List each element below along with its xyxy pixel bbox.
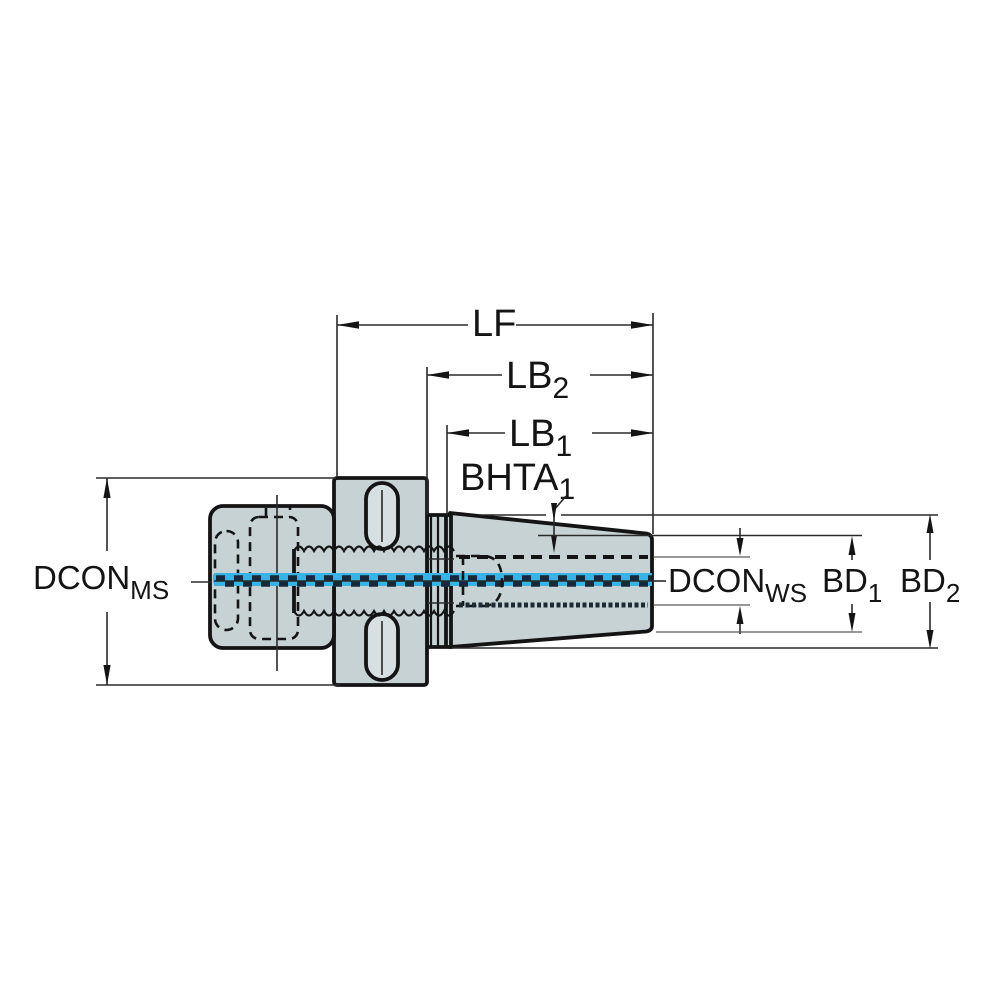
- dim-bd1: BD1: [656, 536, 882, 633]
- dim-lf: LF: [337, 303, 653, 345]
- dim-lb2: LB2: [427, 355, 653, 405]
- dim-bd2: BD2: [452, 514, 960, 649]
- label-dcon-ws: DCONWS: [668, 562, 807, 608]
- dim-dcon-ms: DCONMS: [33, 477, 340, 686]
- label-bd2: BD2: [900, 562, 960, 608]
- label-lf: LF: [472, 303, 516, 345]
- label-dcon-ms: DCONMS: [33, 559, 169, 605]
- bore-pocket-hidden: [456, 554, 504, 608]
- thread-wall-bottom: [293, 608, 455, 617]
- label-lb2: LB2: [506, 355, 569, 405]
- dim-bhta1: BHTA1: [460, 457, 938, 553]
- label-lb1: LB1: [509, 413, 572, 463]
- shank-hidden-key: [264, 504, 292, 517]
- thread-wall-top: [293, 545, 455, 554]
- dim-lb1: LB1: [447, 413, 653, 463]
- label-bd1: BD1: [822, 562, 882, 608]
- label-bhta1: BHTA1: [460, 457, 575, 506]
- dimensions: LF LB2 LB1 BHTA1: [33, 303, 960, 686]
- threaded-bore: [214, 573, 652, 587]
- internal-detail: [213, 495, 652, 671]
- dim-dcon-ws: DCONWS: [652, 528, 807, 634]
- collar-bore-lines: [427, 558, 454, 604]
